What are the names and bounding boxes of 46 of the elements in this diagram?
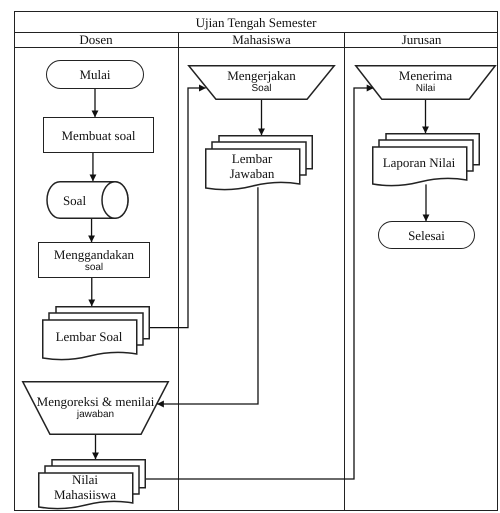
node-label: Lembar Jawaban [228, 150, 276, 180]
arrow [422, 100, 429, 134]
node-label: Mengerjakan [226, 68, 297, 83]
manual-operation-trapezoid [355, 65, 496, 100]
node-label: Selesai [407, 228, 446, 242]
node-label: Menggandakan [52, 246, 136, 262]
arrow [92, 435, 99, 460]
node-label: Soal [251, 83, 272, 95]
lane-title: Jurusan [402, 33, 442, 46]
node-label: Menerima [398, 68, 454, 83]
document-stack [205, 135, 313, 190]
swimlane-pool [14, 11, 498, 511]
node-label: Nilai [416, 83, 436, 95]
document-stack [372, 133, 480, 186]
arrow [156, 187, 259, 408]
lane-title: Dosen [79, 33, 113, 46]
node-label: Membuat soal [60, 128, 136, 142]
node-label: jawaban [76, 408, 114, 420]
manual-operation-trapezoid [22, 381, 169, 435]
node-label: Mulai [78, 67, 112, 82]
arrow [88, 278, 96, 306]
document-stack [42, 306, 150, 360]
pool-title: Ujian Tengah Semester [196, 16, 316, 28]
storage-cylinder [47, 181, 128, 219]
node-label: Lembar Soal [54, 328, 124, 344]
node-label: soal [84, 262, 104, 274]
node-label: Laporan Nilai [382, 155, 456, 170]
swimlane-lane [179, 32, 345, 511]
arrow [89, 153, 96, 182]
process-box [38, 242, 150, 278]
lane-title: Mahasiswa [232, 33, 291, 46]
arrow [422, 184, 430, 222]
terminator-shape [46, 60, 144, 89]
arrow [146, 84, 374, 480]
node-label: Nilai Mahasiiswa [52, 472, 118, 502]
document-stack [38, 459, 146, 509]
terminator-shape [378, 221, 475, 249]
arrow [92, 89, 98, 118]
arrow [258, 100, 265, 136]
swimlane-lane [14, 32, 179, 511]
manual-operation-trapezoid [188, 65, 335, 100]
node-label: Soal [62, 192, 88, 208]
node-label: Mengoreksi & menilai [36, 394, 156, 408]
process-box [43, 117, 154, 153]
arrow [150, 84, 206, 328]
arrow [88, 219, 96, 242]
